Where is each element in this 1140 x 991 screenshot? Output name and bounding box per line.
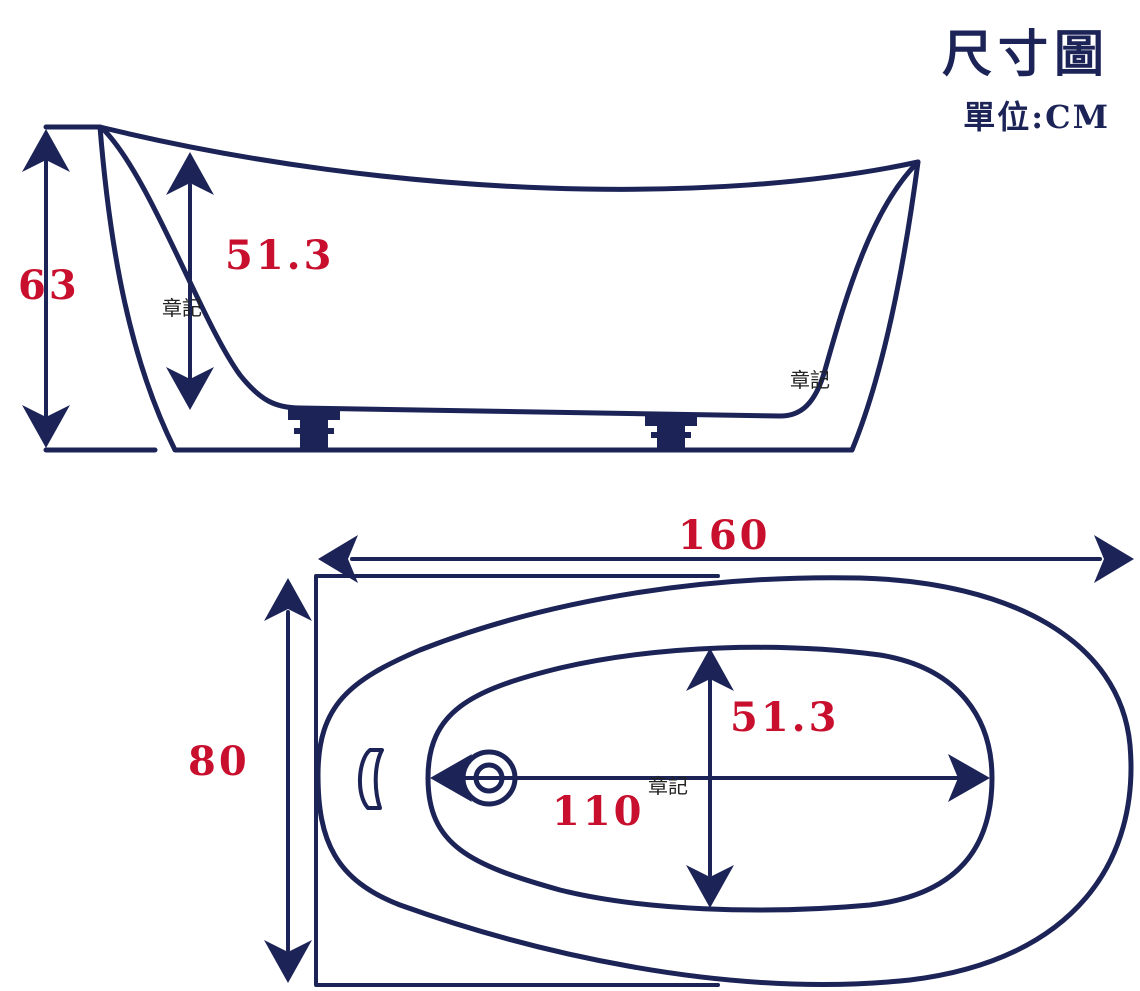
top-view	[286, 557, 1134, 987]
overflow-cover	[357, 748, 384, 810]
drain-outer-ring	[460, 749, 518, 807]
inner-depth-label-side: 51.3	[225, 232, 335, 279]
length-arrow-left	[318, 535, 358, 583]
side-view	[43, 124, 921, 453]
watermark-right: 章記	[790, 368, 830, 392]
foot-right-top	[645, 414, 697, 426]
side-view-outer-shell	[97, 124, 921, 453]
foot-left-top	[288, 408, 340, 420]
total-height-label: 63	[18, 262, 80, 309]
unit-label: 單位:CM	[963, 98, 1110, 136]
width-arrow-top	[264, 578, 312, 621]
total-width-label: 80	[188, 738, 250, 785]
foot-left-stem	[300, 420, 328, 450]
length-arrow-right	[1094, 535, 1134, 583]
inner-length-arrow-right	[948, 754, 990, 802]
inner-length-arrow-left	[430, 754, 472, 802]
height-arrow-bottom	[22, 405, 70, 448]
top-view-inner-basin	[425, 644, 995, 913]
page-title: 尺寸圖	[942, 25, 1110, 83]
watermark-left: 章記	[162, 296, 202, 320]
drain-inner-ring	[473, 762, 505, 794]
inner-width-label-top: 51.3	[730, 694, 840, 741]
width-arrow-bottom	[264, 940, 312, 983]
side-view-arrows	[22, 129, 214, 448]
inner-length-label: 110	[552, 788, 645, 835]
height-arrow-top	[22, 129, 70, 172]
total-length-label: 160	[678, 512, 771, 559]
inner-width-arrow-top	[686, 648, 734, 691]
depth-arrow-bottom	[166, 367, 214, 410]
top-view-arrows	[264, 535, 1134, 983]
inner-width-arrow-bottom	[686, 865, 734, 908]
depth-arrow-top	[166, 152, 214, 195]
top-view-bounding-box	[314, 574, 720, 987]
watermark-center: 章記	[648, 774, 688, 798]
foot-right-ring	[651, 432, 691, 438]
top-view-outer-rim	[315, 575, 1134, 987]
foot-left-ring	[294, 428, 334, 434]
side-view-feet	[288, 408, 697, 450]
